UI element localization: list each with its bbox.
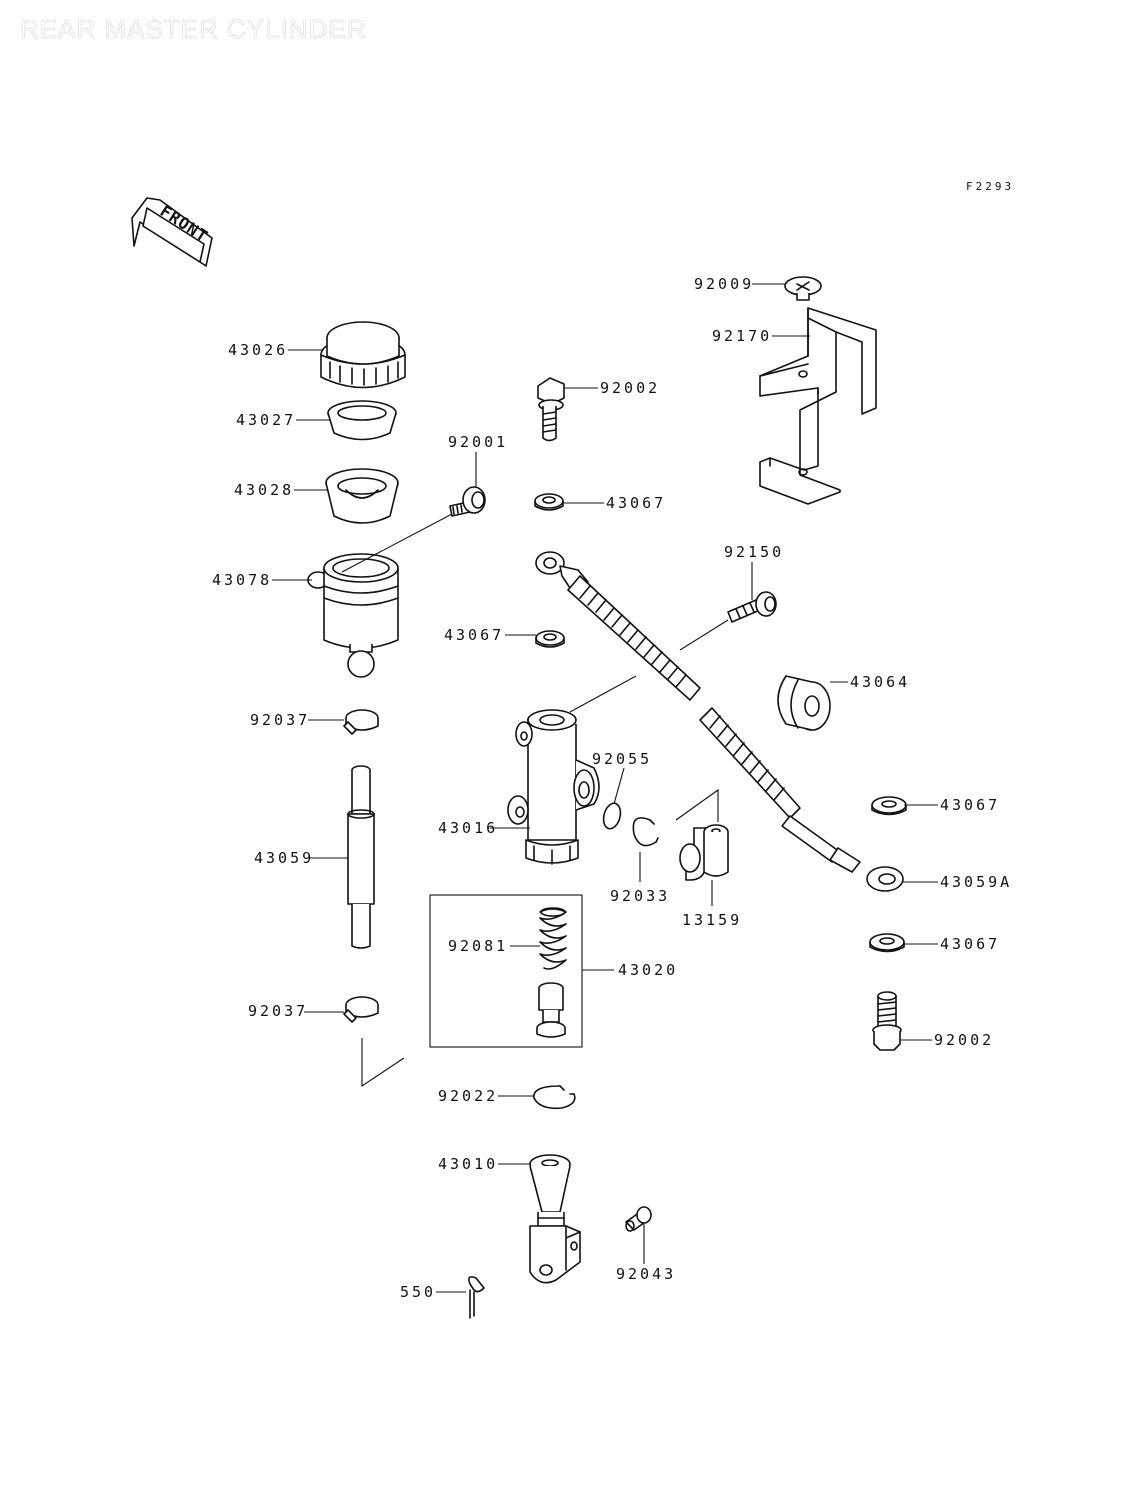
callout-92150: 92150 [724,543,784,561]
brake-hose-part [535,551,904,892]
callout-43059A: 43059A [940,873,1012,891]
callout-13159: 13159 [682,911,742,929]
callout-92037-lower: 92037 [248,1002,308,1020]
clamp-upper-part [343,709,379,735]
reservoir-hose-part [347,765,375,949]
reservoir-bracket-part [759,307,877,505]
callout-43067-1: 43067 [606,494,666,512]
figure-code: F2293 [966,180,1014,193]
grommet-part [777,675,831,731]
screw-92009-part [784,276,822,301]
callout-43026: 43026 [228,341,288,359]
callout-92081: 92081 [448,937,508,955]
callout-43020: 43020 [618,961,678,979]
circlip-92022-part [533,1085,576,1110]
elbow-fitting-part [679,824,729,881]
front-arrow-icon: FRONT [131,197,213,267]
washer-2-part [535,630,565,648]
callout-92170: 92170 [712,327,772,345]
master-cylinder-body-part [507,709,600,865]
spring-part [539,907,567,970]
bolt-92150-part [727,591,777,623]
diaphragm-plate-part [327,400,397,441]
callout-92037-upper: 92037 [250,711,310,729]
o-ring-part [602,802,622,830]
clevis-pin-part [625,1206,652,1232]
callout-43027: 43027 [236,411,296,429]
callout-92055: 92055 [592,750,652,768]
circlip-92033-part [632,817,659,847]
callout-92002-lower: 92002 [934,1031,994,1049]
washer-4-part [869,933,905,953]
diaphragm-part [325,468,399,524]
callout-92033: 92033 [610,887,670,905]
callout-43067-3: 43067 [940,796,1000,814]
callout-43067-4: 43067 [940,935,1000,953]
washer-1-part [534,493,564,511]
callout-43010: 43010 [438,1155,498,1173]
callout-43078: 43078 [212,571,272,589]
leader-lines [272,283,938,1293]
cotter-pin-part [468,1276,485,1319]
piston-kit-box [429,894,583,1048]
callout-43059: 43059 [254,849,314,867]
reservoir-part [307,553,399,678]
diagram-title: REAR MASTER CYLINDER [20,14,367,45]
banjo-bolt-lower-part [872,991,902,1051]
callout-43067-2: 43067 [444,626,504,644]
callout-92002-upper: 92002 [600,379,660,397]
reservoir-cap-part [320,321,406,389]
callout-43028: 43028 [234,481,294,499]
callout-92043: 92043 [616,1265,676,1283]
callout-43016: 43016 [438,819,498,837]
callout-43064: 43064 [850,673,910,691]
callout-550: 550 [400,1283,436,1301]
washer-3-part [871,796,907,816]
callout-92001: 92001 [448,433,508,451]
push-rod-part [529,1154,581,1284]
bolt-92001-part [449,486,486,517]
banjo-bolt-upper-part [537,377,565,442]
callout-92022: 92022 [438,1087,498,1105]
clamp-lower-part [343,996,379,1023]
callout-92009: 92009 [694,275,754,293]
piston-part [536,982,566,1038]
